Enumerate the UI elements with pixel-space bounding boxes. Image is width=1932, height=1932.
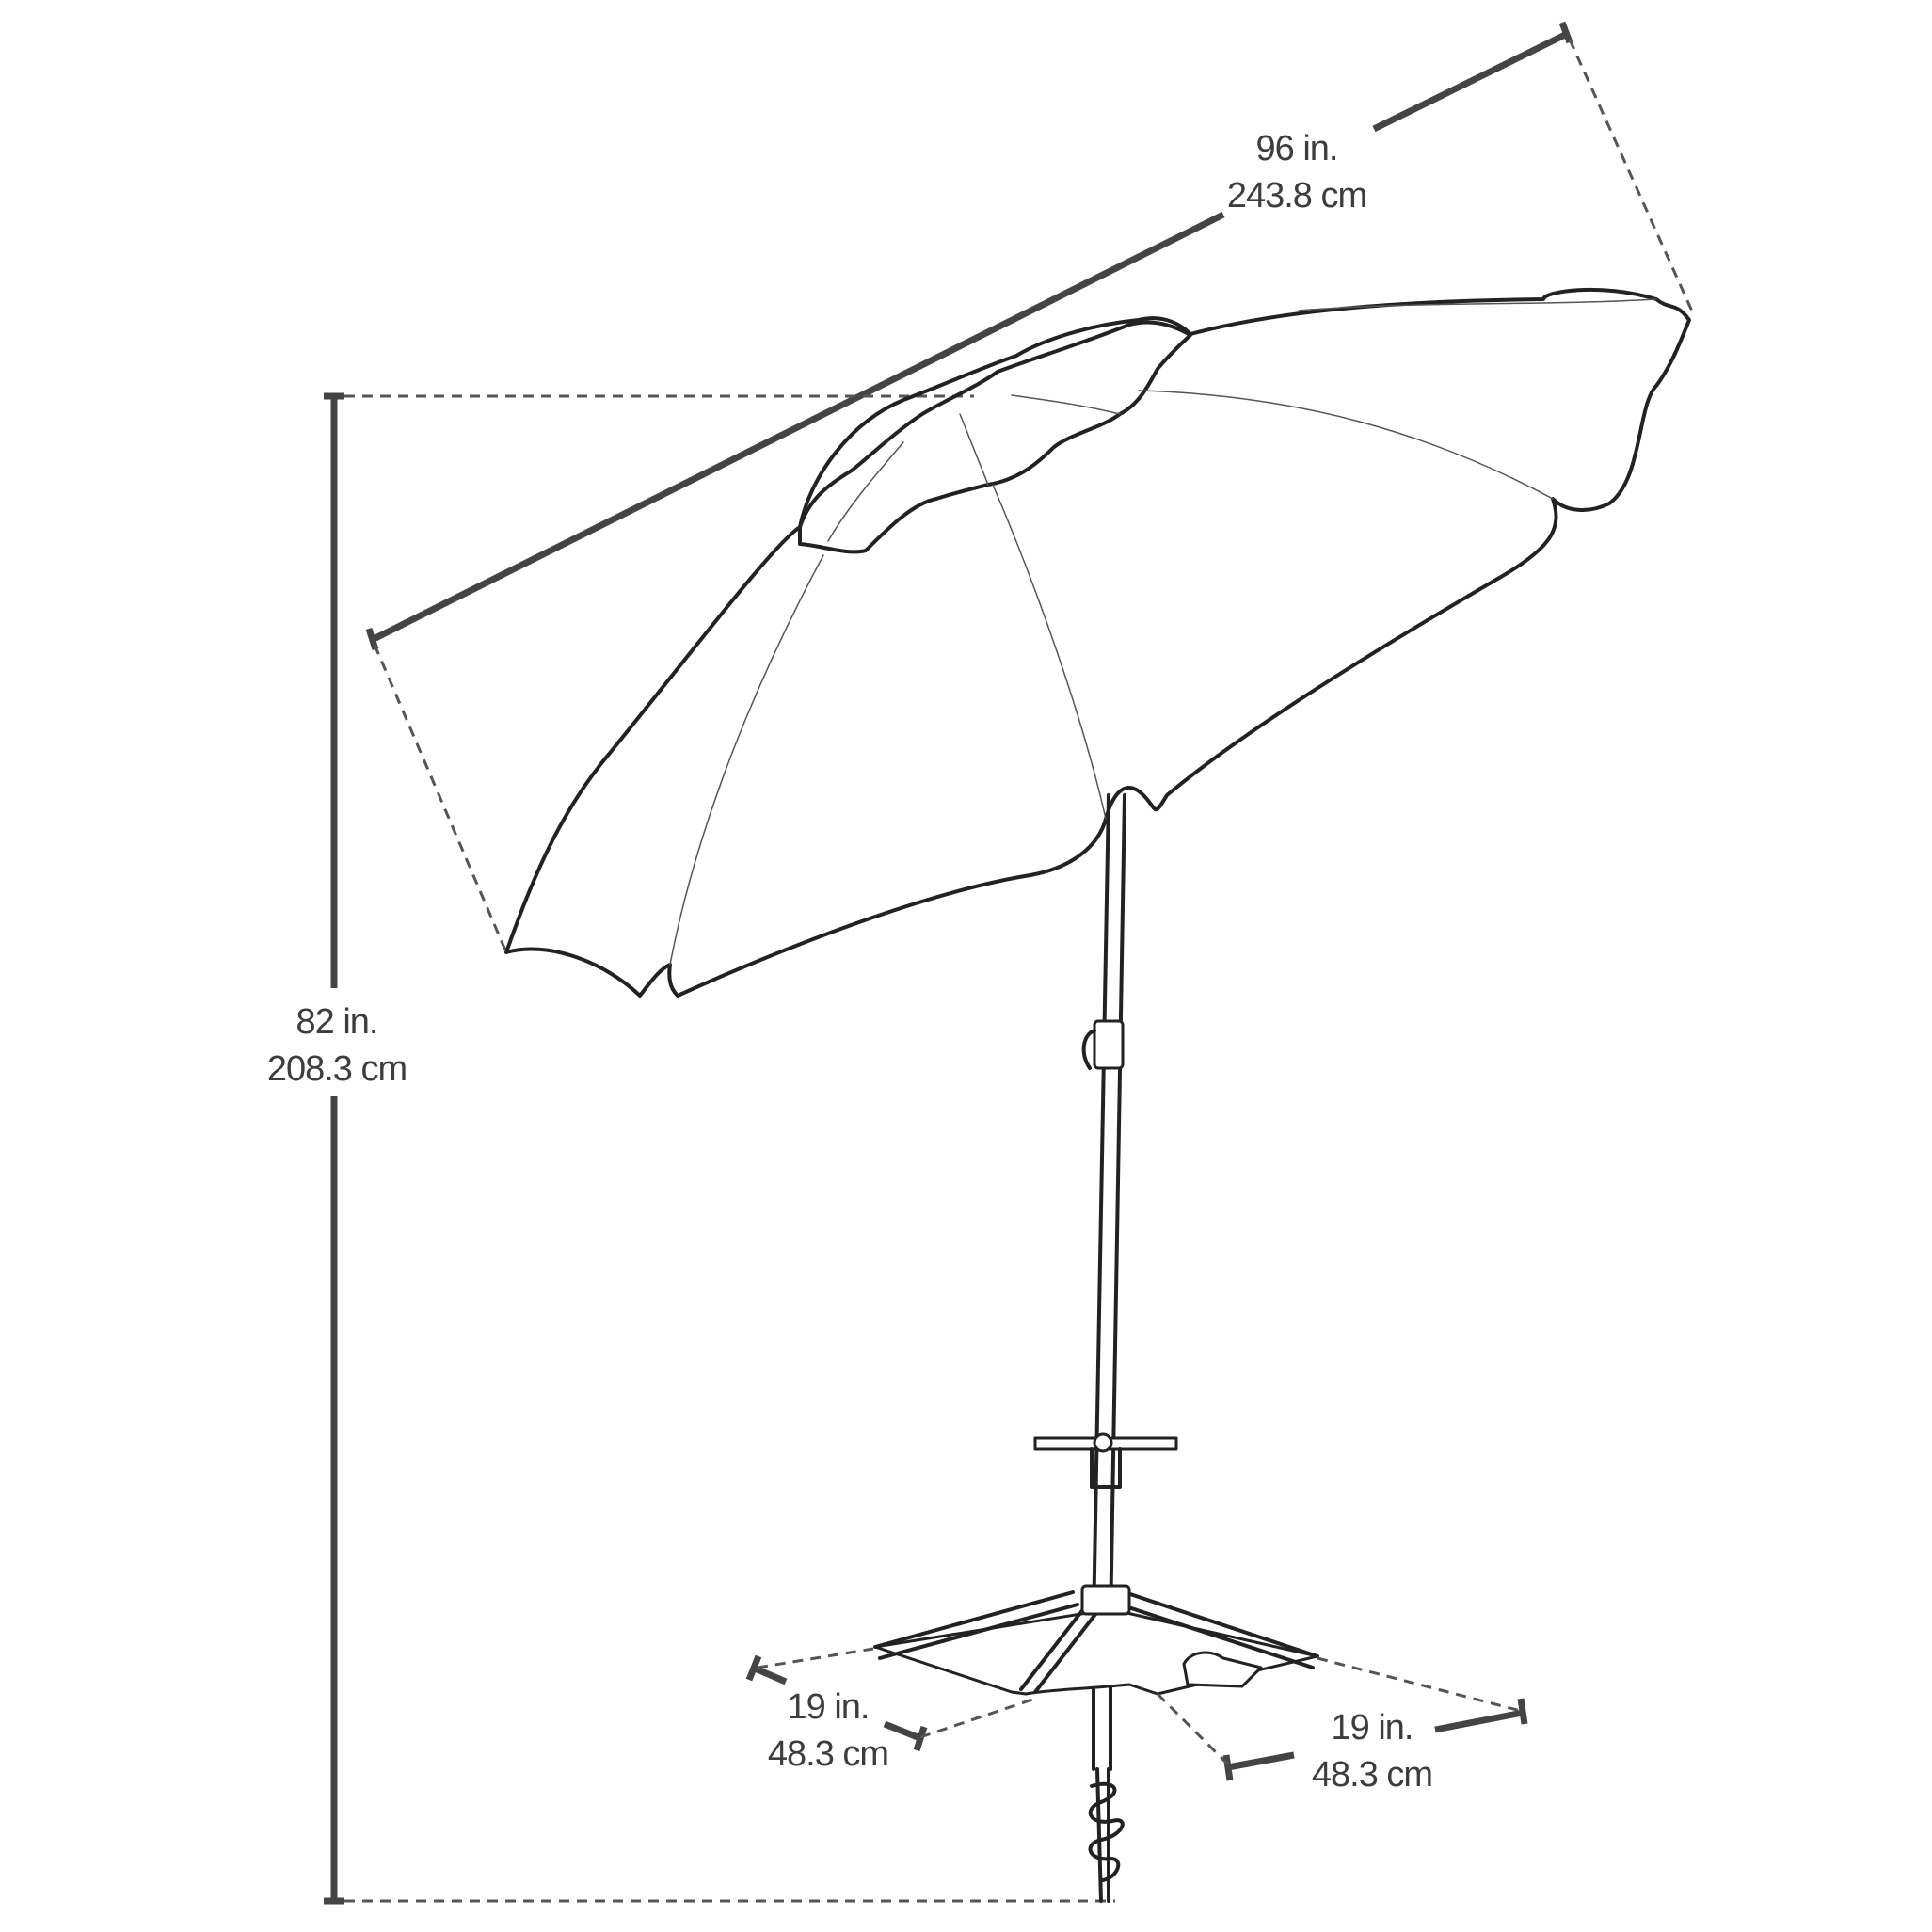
base-width-dimension [745, 1647, 1036, 1752]
base-depth-tick-right [1517, 1698, 1528, 1725]
base-width-line-lower [883, 1720, 924, 1743]
sand-anchor-icon [1088, 1767, 1125, 1903]
tilt-button-icon [1081, 1019, 1125, 1070]
height-metric-label: 208.3 cm [267, 1049, 407, 1089]
canopy-width-metric-label: 243.8 cm [1227, 176, 1366, 216]
base-width-imperial-label: 19 in. [788, 1687, 870, 1727]
base-mat [873, 1607, 1319, 1696]
base-depth-line-upper [1434, 1709, 1524, 1733]
base-depth-extension-left [1156, 1692, 1230, 1766]
base-width-tick-left [745, 1654, 762, 1682]
height-dimension [324, 392, 1115, 1905]
height-imperial-label: 82 in. [296, 1002, 378, 1042]
canopy-rib-1 [669, 554, 824, 966]
canopy-width-tick-right [1558, 21, 1573, 44]
base-hub [1080, 1584, 1131, 1616]
vent-rib-3 [1011, 394, 1121, 415]
base-depth-metric-label: 48.3 cm [1312, 1755, 1432, 1795]
canopy-width-extension-left [373, 644, 508, 953]
base-depth-line-lower [1227, 1751, 1295, 1771]
base-width-line-upper [751, 1664, 788, 1685]
canopy-width-line-lower [370, 211, 1225, 644]
base-width-extension-right [919, 1697, 1036, 1739]
vent-rib-2 [959, 413, 989, 486]
canopy-width-extension-right [1568, 39, 1696, 316]
base-width-tick-right [913, 1725, 928, 1752]
base-pocket [1182, 1651, 1263, 1688]
base-frame [873, 1584, 1319, 1696]
base-depth-imperial-label: 19 in. [1332, 1708, 1413, 1748]
canopy-width-line-upper [1372, 30, 1569, 133]
base-depth-extension-right [1317, 1656, 1522, 1713]
umbrella-illustration [504, 287, 1691, 1903]
canopy-rib-3 [1138, 390, 1554, 500]
canopy-rib-2 [992, 484, 1107, 820]
base-leg-left [873, 1590, 1079, 1660]
base-leg-front [1019, 1603, 1105, 1694]
base-leg-right [1118, 1590, 1319, 1669]
vent-rib-1 [827, 441, 904, 542]
base-depth-tick-left [1222, 1754, 1234, 1781]
base-width-extension-left [757, 1647, 874, 1669]
canopy-width-imperial-label: 96 in. [1256, 129, 1338, 168]
canopy-outline [504, 287, 1691, 998]
canopy-vent [798, 320, 1192, 554]
canopy-rib-4 [1298, 298, 1657, 311]
pole [1092, 793, 1126, 1625]
tray-icon [1033, 1432, 1178, 1489]
base-width-metric-label: 48.3 cm [768, 1734, 888, 1774]
base-depth-dimension [1156, 1656, 1528, 1781]
canopy-width-dimension [365, 21, 1696, 953]
